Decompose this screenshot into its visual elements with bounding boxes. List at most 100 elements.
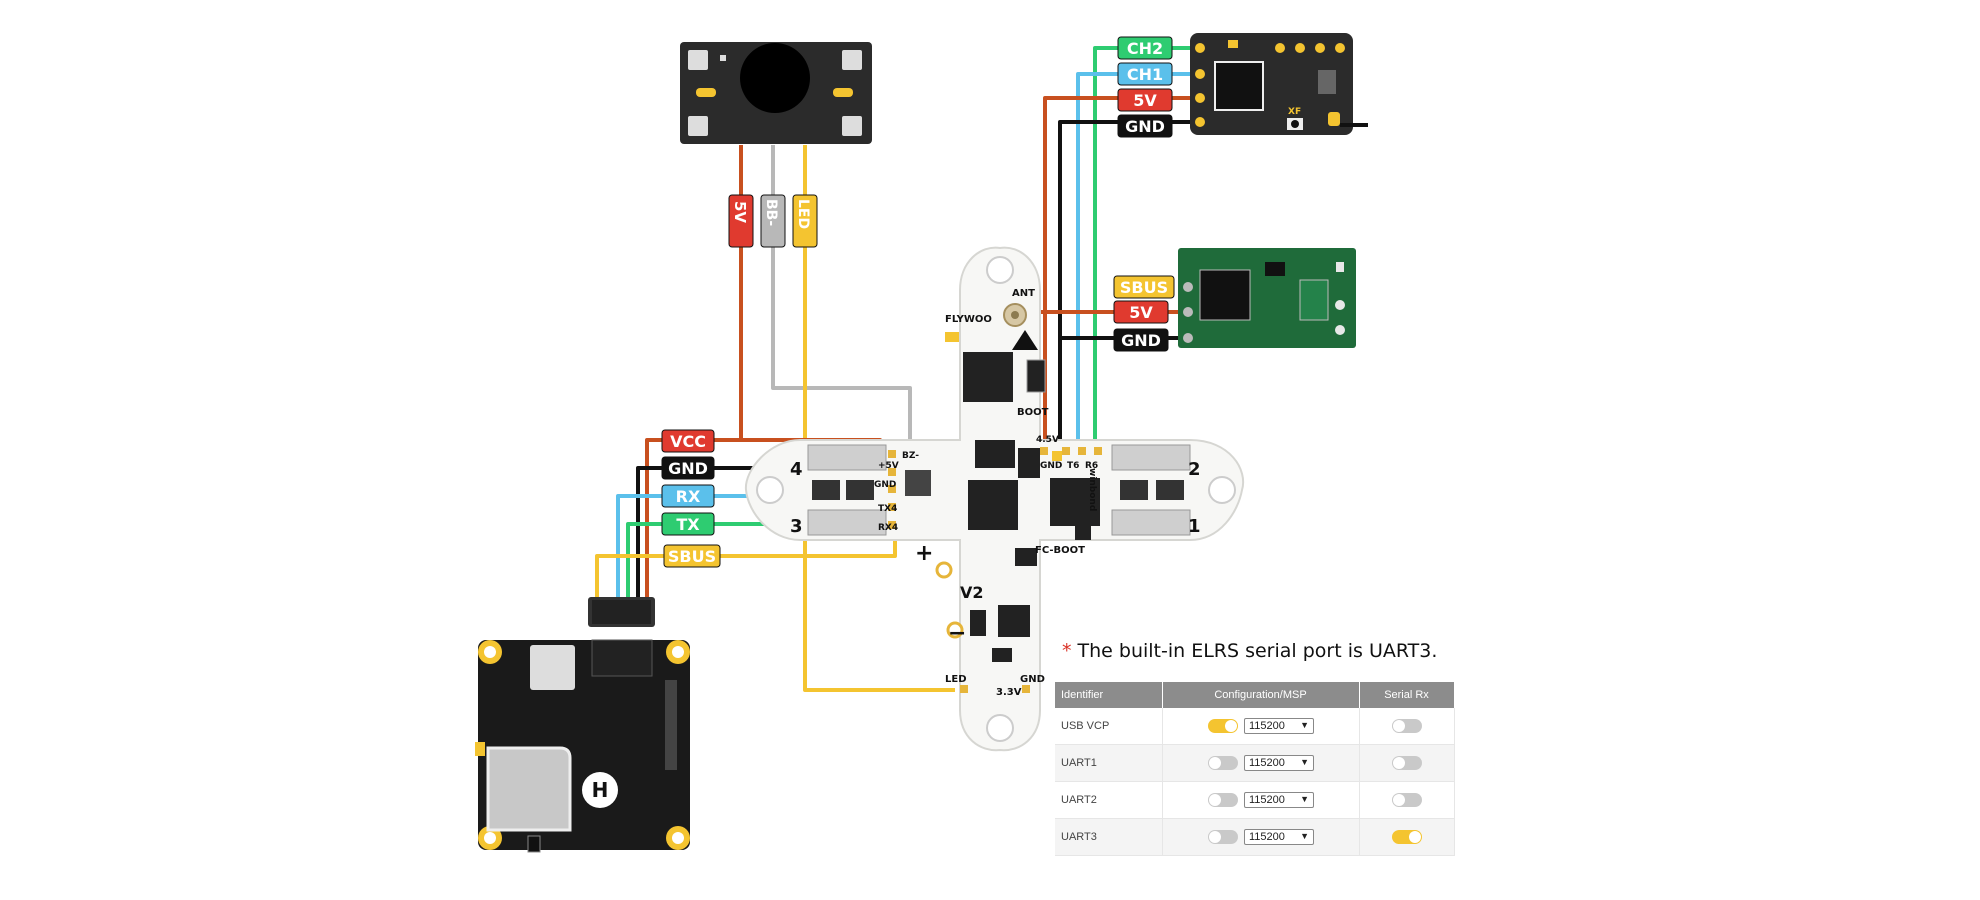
pad-label-r6: R6 [1085, 461, 1098, 471]
elrs-receiver: XF [1190, 33, 1368, 135]
sbus-receiver [1178, 248, 1356, 348]
direction-arrow-icon [1012, 330, 1038, 350]
rx-label-ch1: CH1 [1127, 65, 1163, 84]
camera-logo-text: H [592, 778, 609, 802]
pad-label-tx4: TX4 [878, 504, 897, 514]
elrs-note: *The built-in ELRS serial port is UART3. [1062, 640, 1437, 662]
header-identifier: Identifier [1055, 682, 1163, 708]
ports-table: Identifier Configuration/MSP Serial Rx U… [1055, 682, 1455, 856]
board-minus-sign: − [948, 621, 966, 646]
chevron-down-icon: ▼ [1300, 831, 1309, 841]
table-row: UART1 115200▼ [1055, 744, 1455, 782]
pad-label-gnd3: GND [1020, 674, 1045, 685]
table-row: UART2 115200 ▼ [1055, 781, 1455, 819]
camera-logo-icon [582, 772, 618, 808]
msp-toggle[interactable] [1208, 830, 1238, 844]
msp-toggle[interactable] [1208, 756, 1238, 770]
chevron-down-icon: ▼ [1300, 794, 1309, 804]
baud-select[interactable]: 115200 ▼ [1244, 792, 1314, 808]
elrs-labels: CH2 CH1 5V GND [1117, 36, 1173, 138]
port-identifier: UART3 [1055, 818, 1163, 856]
motor-number-3: 3 [790, 516, 803, 537]
baud-value: 115200 [1249, 831, 1285, 843]
flight-controller: FLYWOO ANT BOOT FC-BOOT V2 + − winbond B… [744, 246, 1245, 752]
wires [595, 46, 1200, 692]
motor-number-2: 2 [1188, 459, 1201, 480]
pad-label-3v3: 3.3V [996, 687, 1022, 698]
motor-number-4: 4 [790, 459, 803, 480]
serial-rx-toggle[interactable] [1391, 830, 1422, 844]
wire-buzzer-bb [771, 145, 912, 460]
wire-vtx-sbus [595, 535, 897, 598]
rx-label-ch2: CH2 [1127, 39, 1163, 58]
baud-select[interactable]: 115200 ▼ [1244, 718, 1314, 734]
header-serial-rx: Serial Rx [1359, 682, 1455, 708]
sbus-label-5v: 5V [1129, 303, 1153, 322]
pad-label-gnd: GND [874, 480, 896, 490]
buzzer-module [680, 42, 872, 144]
vtx-label-gnd: GND [668, 459, 708, 478]
serial-rx-cell [1359, 744, 1455, 782]
buzzer-icon [740, 43, 810, 113]
rx-logo-text: XF [1288, 107, 1301, 117]
vtx-labels: VCC GND RX TX SBUS [661, 429, 721, 568]
board-fc-boot-label: FC-BOOT [1035, 545, 1085, 556]
board-chip-text: winbond [1087, 468, 1097, 511]
board-brand: FLYWOO [945, 314, 992, 325]
note-text: The built-in ELRS serial port is UART3. [1077, 640, 1438, 662]
baud-value: 115200 [1249, 720, 1285, 732]
baud-select[interactable]: 115200 ▼ [1244, 829, 1314, 845]
serial-rx-cell [1359, 708, 1455, 745]
config-cell: 115200 ▼ [1162, 818, 1360, 856]
sbus-label-gnd: GND [1121, 331, 1161, 350]
board-boot-label: BOOT [1017, 407, 1049, 418]
header-configuration: Configuration/MSP [1162, 682, 1360, 708]
serial-rx-toggle[interactable] [1391, 793, 1422, 807]
config-cell: 115200▼ [1162, 744, 1360, 782]
rx-label-gnd: GND [1125, 117, 1165, 136]
pad-label-bz: BZ- [902, 451, 919, 461]
board-plus-sign: + [915, 541, 933, 566]
pad-label-led: LED [945, 674, 967, 685]
msp-toggle[interactable] [1208, 793, 1238, 807]
pad-label-gnd2: GND [1040, 461, 1062, 471]
chevron-down-icon: ▼ [1300, 757, 1309, 767]
wire-buzzer-led [803, 145, 955, 692]
config-cell: 115200 ▼ [1162, 781, 1360, 819]
table-row: UART3 115200 ▼ [1055, 818, 1455, 856]
vtx-label-rx: RX [676, 487, 701, 506]
pad-label-4v5: 4.5V [1036, 435, 1059, 445]
vtx-label-tx: TX [676, 515, 700, 534]
wire-rx-5v [1043, 96, 1200, 440]
pad-label-t6: T6 [1067, 461, 1079, 471]
serial-rx-cell [1359, 818, 1455, 856]
port-identifier: UART2 [1055, 781, 1163, 819]
serial-rx-toggle[interactable] [1391, 756, 1422, 770]
msp-toggle[interactable] [1208, 719, 1238, 733]
board-ant-label: ANT [1012, 288, 1035, 299]
vtx-label-vcc: VCC [670, 432, 706, 451]
pad-label-rx4: RX4 [878, 523, 898, 533]
motor-number-1: 1 [1188, 516, 1201, 537]
serial-rx-toggle[interactable] [1391, 719, 1422, 733]
chevron-down-icon: ▼ [1300, 720, 1309, 730]
buzzer-label-5v: 5V [731, 201, 749, 223]
wire-buzzer-5v [739, 145, 743, 442]
note-star: * [1062, 640, 1072, 662]
board-version: V2 [960, 583, 984, 602]
buzzer-labels: 5V BB- LED [728, 194, 818, 248]
rx-label-5v: 5V [1133, 91, 1157, 110]
buzzer-label-led: LED [795, 199, 811, 229]
baud-value: 115200 [1249, 794, 1285, 806]
vtx-camera-module: H [475, 597, 690, 853]
port-identifier: USB VCP [1055, 708, 1163, 745]
config-cell: 115200 ▼ [1162, 708, 1360, 745]
vtx-label-sbus: SBUS [668, 547, 716, 566]
sbus-label-sbus: SBUS [1120, 278, 1168, 297]
sbus-labels: SBUS 5V GND [1113, 275, 1175, 352]
pad-label-5v: +5V [878, 461, 899, 471]
baud-select[interactable]: 115200▼ [1244, 755, 1314, 771]
port-identifier: UART1 [1055, 744, 1163, 782]
buzzer-label-bb: BB- [763, 199, 779, 226]
